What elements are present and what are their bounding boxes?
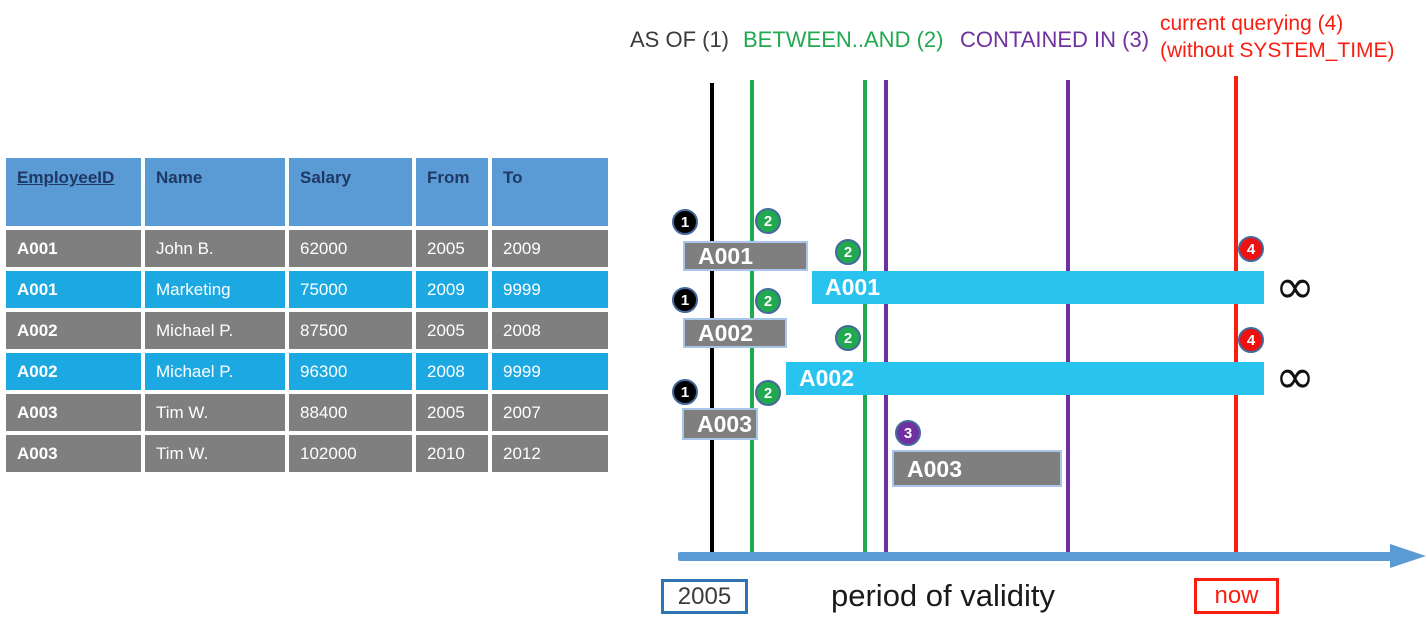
bar-a001-current: A001 [812, 271, 1264, 304]
table-row: A001 John B. 62000 2005 2009 [6, 230, 608, 267]
col-header-to: To [492, 158, 608, 226]
bar-a003-old: A003 [682, 408, 758, 440]
cell-salary: 88400 [289, 394, 412, 431]
contained-end-line [1066, 80, 1070, 558]
table-row: A002 Michael P. 87500 2005 2008 [6, 312, 608, 349]
badge-2: 2 [835, 325, 861, 351]
employee-history-table: EmployeeID Name Salary From To A001 John… [2, 154, 612, 476]
legend-current-querying-line2: (without SYSTEM_TIME) [1160, 39, 1395, 62]
bar-a001-old: A001 [683, 241, 808, 271]
cell-to: 9999 [492, 353, 608, 390]
table-header-row: EmployeeID Name Salary From To [6, 158, 608, 226]
col-header-employeeid: EmployeeID [6, 158, 141, 226]
cell-name: Marketing [145, 271, 285, 308]
cell-to: 2007 [492, 394, 608, 431]
col-header-salary: Salary [289, 158, 412, 226]
badge-2: 2 [755, 208, 781, 234]
legend-between-and: BETWEEN..AND (2) [743, 27, 944, 52]
badge-1: 1 [672, 379, 698, 405]
col-header-name: Name [145, 158, 285, 226]
legend-current-querying: current querying (4) (without SYSTEM_TIM… [1160, 10, 1395, 64]
bar-label: A003 [697, 411, 752, 437]
cell-salary: 87500 [289, 312, 412, 349]
cell-name: Michael P. [145, 353, 285, 390]
table-row: A001 Marketing 75000 2009 9999 [6, 271, 608, 308]
time-axis-arrowhead-icon [1390, 544, 1426, 568]
badge-4: 4 [1238, 327, 1264, 353]
bar-label: A003 [907, 456, 962, 482]
now-line [1234, 76, 1238, 558]
cell-from: 2008 [416, 353, 488, 390]
badge-2: 2 [755, 288, 781, 314]
cell-employeeid: A003 [6, 435, 141, 472]
cell-salary: 75000 [289, 271, 412, 308]
cell-from: 2005 [416, 312, 488, 349]
infinity-symbol: ∞ [1275, 259, 1315, 315]
bar-a002-old: A002 [683, 318, 787, 348]
legend-as-of: AS OF (1) [630, 27, 730, 52]
cell-name: Tim W. [145, 394, 285, 431]
cell-salary: 62000 [289, 230, 412, 267]
bar-label: A001 [825, 274, 880, 300]
cell-employeeid: A002 [6, 312, 141, 349]
cell-to: 2012 [492, 435, 608, 472]
badge-3: 3 [895, 420, 921, 446]
between-end-line [863, 80, 867, 558]
cell-name: John B. [145, 230, 285, 267]
table-row: A003 Tim W. 88400 2005 2007 [6, 394, 608, 431]
badge-1: 1 [672, 287, 698, 313]
bar-label: A002 [799, 365, 854, 391]
axis-now-box: now [1194, 578, 1279, 614]
bar-a003-second: A003 [892, 450, 1062, 487]
cell-from: 2009 [416, 271, 488, 308]
badge-2: 2 [755, 380, 781, 406]
cell-from: 2005 [416, 230, 488, 267]
cell-name: Tim W. [145, 435, 285, 472]
col-header-from: From [416, 158, 488, 226]
cell-to: 2008 [492, 312, 608, 349]
table-row: A002 Michael P. 96300 2008 9999 [6, 353, 608, 390]
legend-contained-in: CONTAINED IN (3) [960, 27, 1150, 52]
table-row: A003 Tim W. 102000 2010 2012 [6, 435, 608, 472]
legend-current-querying-line1: current querying (4) [1160, 12, 1344, 35]
infinity-symbol: ∞ [1275, 349, 1315, 405]
cell-from: 2005 [416, 394, 488, 431]
cell-to: 9999 [492, 271, 608, 308]
col-header-employeeid-label: EmployeeID [17, 168, 115, 187]
time-axis [678, 552, 1392, 561]
cell-employeeid: A001 [6, 230, 141, 267]
cell-employeeid: A002 [6, 353, 141, 390]
axis-start-year-box: 2005 [661, 579, 748, 614]
bar-label: A002 [698, 320, 753, 346]
cell-employeeid: A003 [6, 394, 141, 431]
bar-label: A001 [698, 243, 753, 269]
cell-name: Michael P. [145, 312, 285, 349]
cell-salary: 96300 [289, 353, 412, 390]
bar-a002-current: A002 [786, 362, 1264, 395]
badge-1: 1 [672, 209, 698, 235]
badge-2: 2 [835, 239, 861, 265]
cell-salary: 102000 [289, 435, 412, 472]
axis-title: period of validity [831, 578, 1056, 613]
cell-to: 2009 [492, 230, 608, 267]
cell-employeeid: A001 [6, 271, 141, 308]
badge-4: 4 [1238, 236, 1264, 262]
contained-start-line [884, 80, 888, 558]
cell-from: 2010 [416, 435, 488, 472]
